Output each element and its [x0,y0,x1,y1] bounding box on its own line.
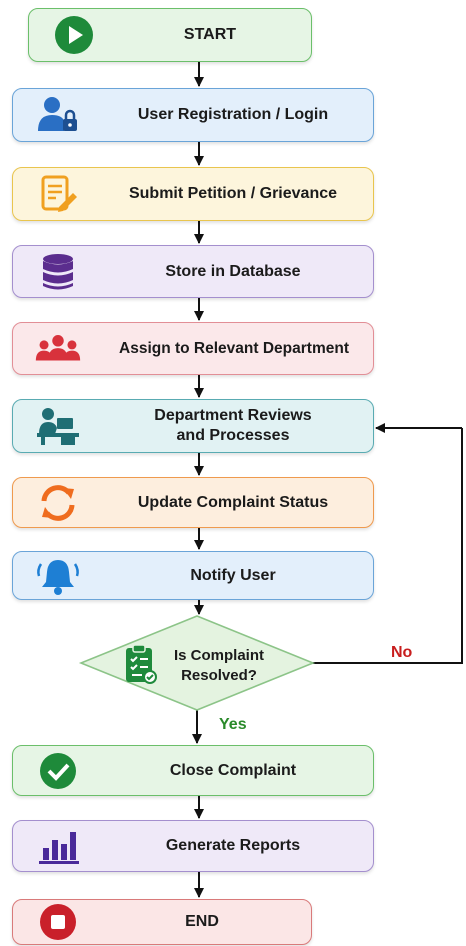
yes-label: Yes [219,716,247,733]
no-label: No [391,644,413,661]
reports-label: Generate Reports [165,837,301,854]
submit-node: Submit Petition / Grievance [12,167,374,221]
review-label-line2: and Processes [176,427,290,444]
update-node: Update Complaint Status [12,477,374,528]
decision-label-line2: Resolved? [181,667,257,684]
register-label: User Registration / Login [137,106,329,123]
assign-node: Assign to Relevant Department [12,322,374,375]
end-node: END [12,899,312,945]
register-node: User Registration / Login [12,88,374,142]
no-loop-line [312,428,463,664]
close-node: Close Complaint [12,745,374,796]
bar-chart-icon [35,826,81,866]
clipboard-checklist-icon [122,643,158,685]
edit-document-icon [35,174,81,214]
review-node: Department Reviews and Processes [12,399,374,453]
person-at-desk-icon [35,406,81,446]
decision-label-line1: Is Complaint [173,647,264,664]
team-icon [35,329,81,369]
decision-label: Is Complaint Resolved? [164,646,274,686]
start-node: START [28,8,312,62]
submit-label: Submit Petition / Grievance [128,185,338,202]
notify-node: Notify User [12,551,374,600]
store-node: Store in Database [12,245,374,298]
stop-icon [35,902,81,942]
database-icon [35,252,81,292]
check-circle-icon [35,751,81,791]
notify-label: Notify User [190,566,276,584]
reports-node: Generate Reports [12,820,374,872]
review-label: Department Reviews and Processes [103,400,363,452]
store-label: Store in Database [165,262,301,280]
start-label: START [183,26,237,43]
user-lock-icon [35,95,81,135]
bell-icon [35,556,81,596]
refresh-icon [35,483,81,523]
play-icon [51,15,97,55]
assign-label: Assign to Relevant Department [119,339,349,357]
close-label: Close Complaint [169,761,297,779]
end-label: END [185,913,219,930]
review-label-line1: Department Reviews [154,407,312,424]
update-label: Update Complaint Status [137,493,329,511]
